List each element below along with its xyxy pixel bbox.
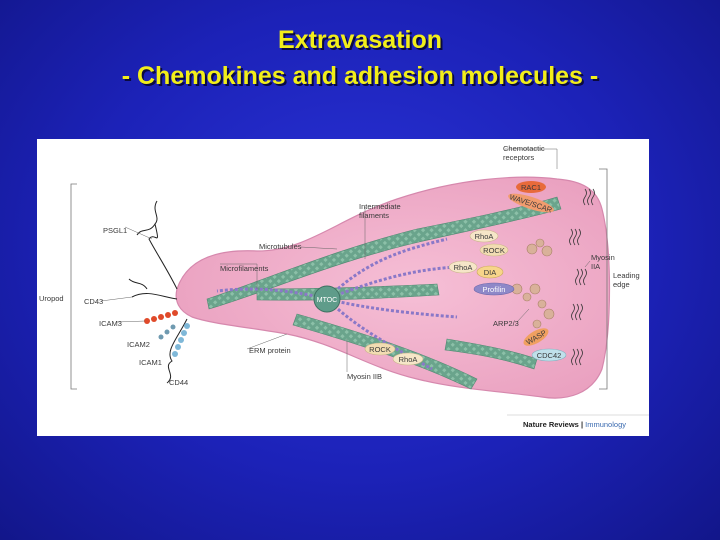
rhoa-mid-label: RhoA: [454, 263, 473, 272]
rhoa-mid-protein: [448, 260, 478, 274]
credit-line: Nature Reviews | Immunology: [523, 420, 626, 429]
icam3-beads: [144, 310, 178, 324]
rhoa-bottom-label: RhoA: [399, 355, 418, 364]
leukocyte-migration-figure: MTOC RAC1 WAVE/SCAR RhoA ROCK RhoA DIA P…: [37, 139, 649, 436]
rock-bottom-label: ROCK: [369, 345, 391, 354]
mtoc-label: MTOC: [317, 297, 337, 304]
erm-label: ERM protein: [249, 346, 291, 355]
icam1-beads: [172, 323, 190, 357]
myosin-iib-label: Myosin IIB: [347, 372, 382, 381]
myosin-label: Myosin: [591, 253, 615, 262]
chemotactic-label: Chemotactic: [503, 144, 545, 153]
intermediate-label: Intermediate: [359, 202, 401, 211]
actin-band-ring: [444, 338, 538, 370]
icam2-label: ICAM2: [127, 340, 150, 349]
microtubules-label: Microtubules: [259, 242, 302, 251]
cd44-label: CD44: [169, 378, 188, 387]
leading-label: Leading: [613, 271, 640, 280]
iia-label: IIA: [591, 262, 600, 271]
rock-top-label: ROCK: [483, 246, 505, 255]
cdc42-label: CDC42: [537, 351, 562, 360]
slide-title: Extravasation: [278, 26, 442, 54]
icam3-label: ICAM3: [99, 319, 122, 328]
myosin-iia-complexes: [511, 238, 555, 329]
leading-edge-bracket: [599, 168, 608, 390]
rac1-label: RAC1: [521, 183, 541, 192]
cell-diagram: MTOC RAC1 WAVE/SCAR RhoA ROCK RhoA DIA P…: [39, 144, 649, 429]
dia-protein: [476, 265, 504, 279]
receptors-label: receptors: [503, 153, 535, 162]
cd43-label: CD43: [84, 297, 103, 306]
arp23-label: ARP2/3: [493, 319, 519, 328]
psgl1-label: PSGL1: [103, 226, 127, 235]
rock-top-protein: [479, 243, 509, 257]
actin-band-upper: [206, 196, 562, 310]
icam2-beads: [158, 324, 176, 340]
rhoa-top-label: RhoA: [475, 232, 494, 241]
credit-journal: Nature Reviews: [523, 420, 579, 429]
icam1-label: ICAM1: [139, 358, 162, 367]
profilin-protein: [473, 282, 515, 296]
rhoa-bottom-protein: [392, 352, 424, 366]
credit-section: Immunology: [585, 420, 626, 429]
rac1-protein: [516, 181, 546, 193]
edge-label: edge: [613, 280, 630, 289]
adhesion-molecules: [128, 200, 188, 384]
wave-scar-protein: [508, 193, 554, 213]
cdc42-protein: [531, 348, 567, 362]
rock-bottom-protein: [364, 342, 396, 356]
uropod-bracket: [70, 183, 77, 390]
chemotactic-receptors: [569, 188, 595, 366]
leader-lines: [100, 148, 591, 372]
microfilaments-label: Microfilaments: [220, 264, 269, 273]
dia-label: DIA: [484, 268, 497, 277]
uropod-label: Uropod: [39, 294, 64, 303]
mtoc: [313, 285, 341, 313]
wasp-protein: [523, 328, 549, 346]
filaments-label: filaments: [359, 211, 389, 220]
profilin-label: Profilin: [483, 285, 506, 294]
credit-separator: |: [579, 420, 585, 429]
slide-subtitle: - Chemokines and adhesion molecules -: [121, 62, 599, 90]
rhoa-top-protein: [469, 229, 499, 243]
